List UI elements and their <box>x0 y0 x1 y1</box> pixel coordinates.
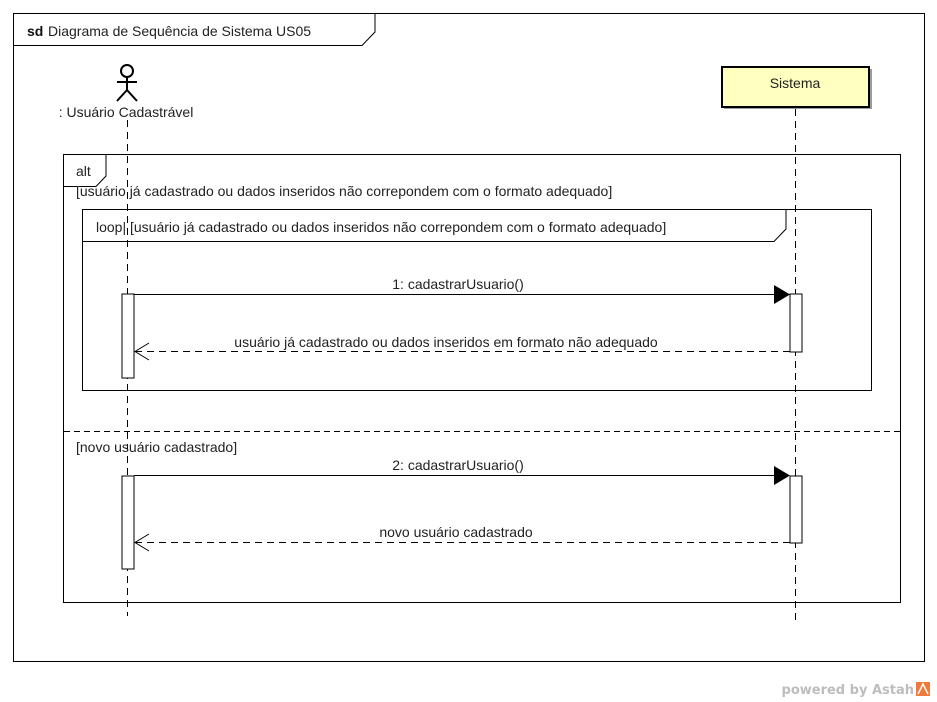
system-activation-1 <box>789 293 803 353</box>
alt-guard-2: [novo usuário cadastrado] <box>76 439 237 455</box>
loop-tab <box>82 209 787 242</box>
watermark-text: powered by Astah <box>782 683 914 698</box>
loop-label: loop| [usuário já cadastrado ou dados in… <box>96 219 666 235</box>
frame-title-tab <box>13 13 376 46</box>
message-3-arrowhead <box>774 466 790 485</box>
frame-keyword: sd <box>27 23 43 39</box>
diagram-frame <box>13 13 925 662</box>
message-2-arrowhead <box>134 342 150 361</box>
actor-activation-2 <box>121 475 135 570</box>
astah-logo-icon <box>916 682 930 696</box>
alt-fragment <box>63 154 901 603</box>
actor-icon <box>116 64 138 102</box>
alt-guard-1: [usuário já cadastrado ou dados inserido… <box>76 183 612 199</box>
actor-activation-1 <box>121 293 135 379</box>
message-3-label: 2: cadastrarUsuario() <box>392 457 524 473</box>
message-2-label: usuário já cadastrado ou dados inseridos… <box>234 334 658 350</box>
alt-tab <box>63 154 107 187</box>
message-1-label: 1: cadastrarUsuario() <box>392 276 524 292</box>
message-1-arrowhead <box>774 285 790 304</box>
frame-title: Diagrama de Sequência de Sistema US05 <box>48 23 311 39</box>
loop-fragment <box>82 209 872 391</box>
message-4-arrowhead <box>134 533 150 552</box>
alt-operator: alt <box>76 163 91 179</box>
system-activation-2 <box>789 475 803 544</box>
message-4-label: novo usuário cadastrado <box>379 524 533 540</box>
system-box <box>721 66 870 108</box>
system-label: Sistema <box>770 75 821 91</box>
actor-label: : Usuário Cadastrável <box>59 104 194 120</box>
